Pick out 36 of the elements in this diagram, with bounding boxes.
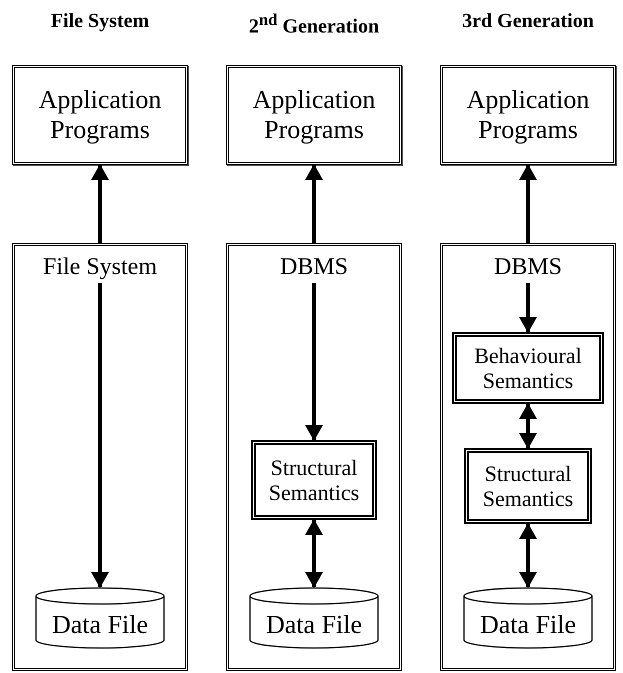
system-panel <box>440 243 616 671</box>
box-label: Data File <box>266 610 362 640</box>
box-label: Structural Semantics <box>482 460 574 512</box>
arrow <box>519 164 537 243</box>
semantics-box <box>452 332 604 404</box>
database-cylinder <box>35 587 165 649</box>
box-label: Application Programs <box>466 85 590 145</box>
box-label: Application Programs <box>252 85 376 145</box>
system-panel <box>226 243 402 671</box>
database-cylinder <box>463 587 593 649</box>
column-heading: File System <box>50 10 150 33</box>
arrow <box>305 283 323 441</box>
semantics-box <box>251 440 377 520</box>
arrow <box>519 283 537 333</box>
arrow <box>91 164 109 243</box>
arrow <box>305 164 323 243</box>
panel-heading: DBMS <box>280 254 348 282</box>
box-label: Behavioural Semantics <box>473 342 583 394</box>
arrow <box>519 523 537 588</box>
semantics-box <box>464 448 592 524</box>
program-box <box>12 65 188 165</box>
program-box <box>440 65 616 165</box>
column-heading: 3rd Generation <box>461 10 595 33</box>
panel-heading: File System <box>42 254 157 282</box>
arrow <box>91 283 109 588</box>
column-heading: 2$^{nd}$ Generation <box>248 10 380 39</box>
panel-heading: DBMS <box>494 254 562 282</box>
box-label: Structural Semantics <box>268 454 360 506</box>
box-label: Data File <box>480 610 576 640</box>
arrow <box>519 403 537 449</box>
box-label: Application Programs <box>38 85 162 145</box>
box-label: Data File <box>52 610 148 640</box>
arrow <box>305 519 323 588</box>
program-box <box>226 65 402 165</box>
system-panel <box>12 243 188 671</box>
database-cylinder <box>249 587 379 649</box>
